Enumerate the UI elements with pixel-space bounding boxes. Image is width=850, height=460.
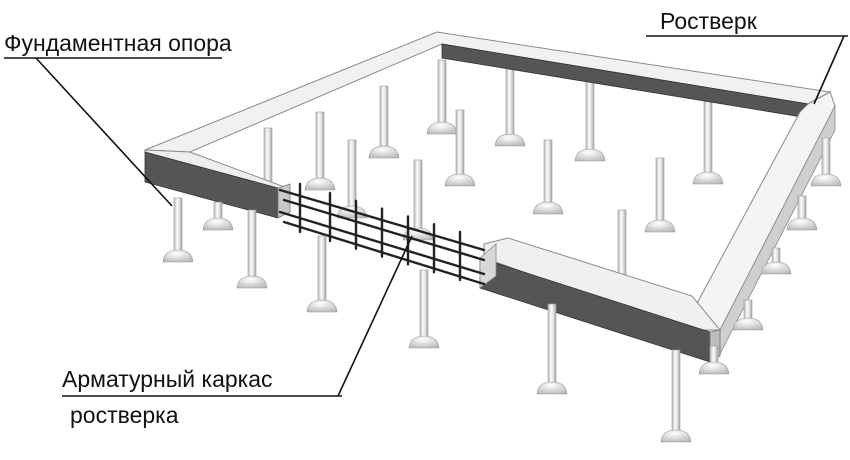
leader-lines: [4, 35, 848, 397]
pile: [536, 303, 568, 395]
pile: [426, 59, 458, 135]
pile: [810, 137, 842, 187]
pile: [236, 209, 268, 289]
leader-frame-diagonal: [337, 235, 413, 397]
label-grillage: Ростверк: [660, 8, 757, 34]
label-foundation-pile: Фундаментная опора: [4, 30, 232, 56]
leader-pile-diagonal: [35, 57, 173, 207]
pile: [336, 139, 368, 219]
label-rebar-frame-line2: ростверка: [70, 402, 179, 428]
pile: [162, 197, 194, 263]
grillage-front-cut: [479, 243, 497, 289]
pile: [494, 63, 526, 147]
pile: [368, 85, 400, 159]
pile: [202, 201, 234, 231]
pile: [408, 269, 440, 349]
pile: [644, 157, 676, 233]
label-rebar-frame-line1: Арматурный каркас: [62, 366, 273, 392]
rebar-bar: [282, 220, 486, 286]
pile: [306, 235, 338, 313]
pile: [698, 345, 730, 375]
pile: [574, 79, 606, 162]
grillage-frame: [144, 31, 836, 363]
pile: [786, 195, 818, 231]
pile: [732, 299, 764, 331]
pile: [304, 111, 336, 191]
interior-piles: [252, 59, 724, 291]
leader-grillage-diagonal: [813, 35, 845, 105]
pile: [660, 349, 692, 443]
rebar-cage: [278, 182, 486, 286]
pile: [692, 99, 724, 185]
rebar-bar: [282, 198, 486, 262]
pile: [532, 139, 564, 215]
pile: [760, 247, 792, 275]
perimeter-piles: [162, 137, 842, 443]
pile: [444, 109, 476, 187]
